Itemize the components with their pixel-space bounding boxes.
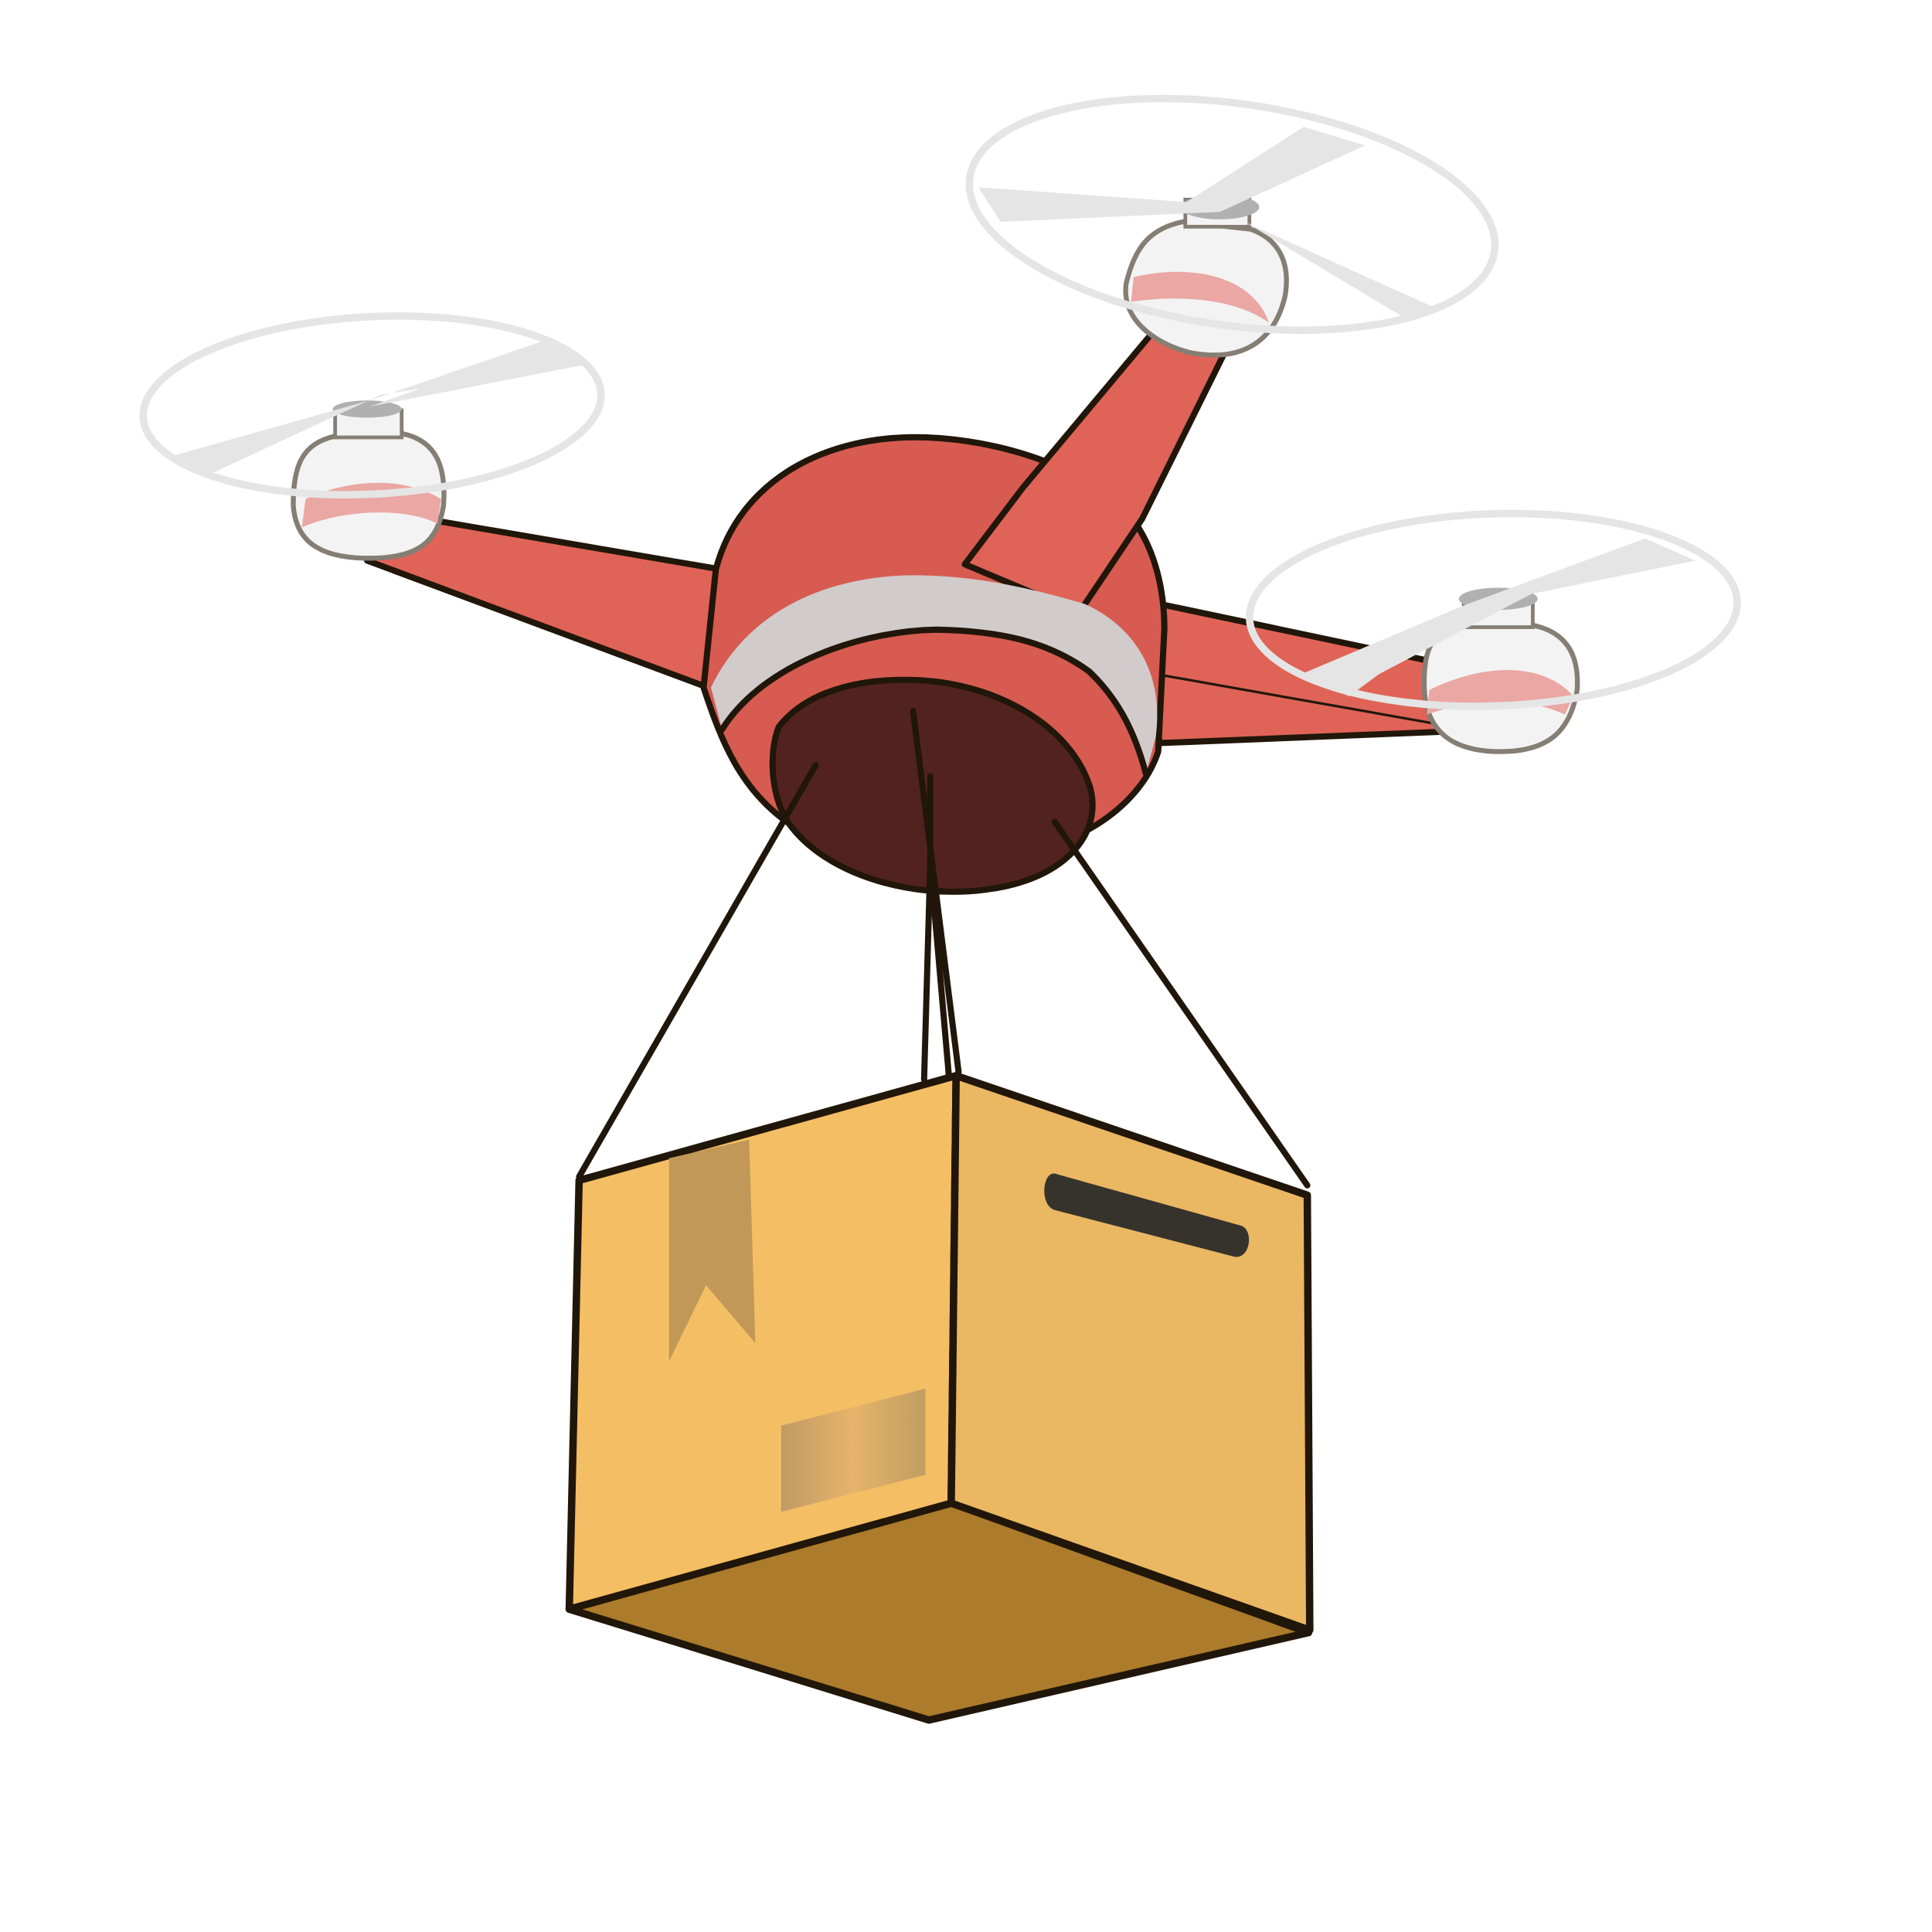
right-arm-seam [1148, 671, 1434, 725]
package-box [565, 1072, 1314, 1724]
box-side [947, 1072, 1314, 1634]
motor-right [1421, 587, 1580, 754]
motor-cap-left [332, 400, 402, 418]
right-arm [1124, 601, 1443, 747]
propeller-top [965, 94, 1499, 335]
body-band-inner-edge [719, 626, 1149, 777]
cable-center-c [927, 859, 952, 1078]
cable-right [1051, 818, 1311, 1189]
cable-center-b [920, 859, 934, 1083]
body-band [710, 575, 1158, 774]
box-handle-slot [1044, 1173, 1250, 1257]
drone-arms [364, 518, 1443, 747]
propeller-left [139, 312, 605, 499]
box-tape [668, 1139, 756, 1362]
cables [576, 707, 1311, 1189]
cable-left [576, 762, 819, 1180]
drone-band [710, 575, 1158, 777]
box-label [781, 1388, 926, 1512]
propeller-right [1246, 509, 1741, 710]
